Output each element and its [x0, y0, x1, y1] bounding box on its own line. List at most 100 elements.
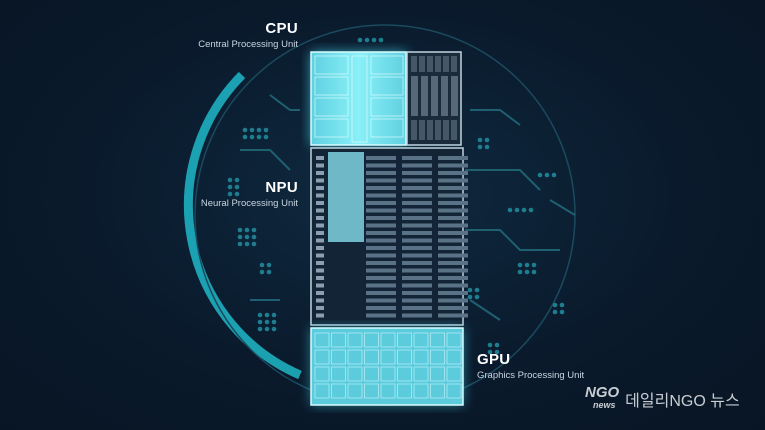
chip-cell — [402, 163, 432, 168]
chip-cell — [331, 383, 346, 399]
circuit-dot — [251, 234, 257, 240]
chip-cell — [438, 216, 468, 220]
circuit-dot — [244, 241, 250, 247]
circuit-dot — [234, 184, 240, 190]
cpu-label: CPU Central Processing Unit — [160, 20, 298, 50]
chip-cell — [438, 268, 468, 273]
circuit-dot — [544, 172, 550, 178]
chip-cell — [438, 208, 468, 213]
circuit-dot — [474, 294, 480, 300]
chip-cell — [438, 276, 468, 280]
chip-cell — [438, 193, 468, 198]
chip-cell — [438, 283, 468, 288]
chip-cell — [430, 349, 445, 365]
circuit-dot — [517, 262, 523, 268]
chip-cell — [430, 383, 445, 399]
chip-cell — [366, 283, 396, 288]
circuit-dot — [517, 269, 523, 275]
chip-cell — [411, 76, 418, 116]
watermark-name: 데일리NGO 뉴스 — [625, 393, 740, 410]
watermark: NGO news 데일리NGO 뉴스 — [585, 385, 740, 412]
chip-cell — [314, 76, 349, 96]
circuit-dot — [271, 312, 277, 318]
chip-cell — [366, 276, 396, 280]
circuit-dot — [257, 312, 263, 318]
chip-cell — [316, 246, 324, 250]
circuit-dot — [559, 302, 565, 308]
npu-subtitle: Neural Processing Unit — [200, 198, 298, 209]
chip-cell — [402, 156, 432, 160]
circuit-dot — [524, 269, 530, 275]
circuit-dot — [227, 184, 233, 190]
chip-cell — [402, 231, 432, 235]
chip-cell — [316, 291, 324, 295]
chip-cell — [402, 238, 432, 243]
chip-cell — [402, 261, 432, 265]
circuit-dot — [244, 227, 250, 233]
chip-cell — [366, 253, 396, 258]
circuit-dot — [251, 227, 257, 233]
chip-cell — [316, 223, 324, 228]
circuit-dot — [242, 127, 248, 133]
circuit-dot — [528, 207, 534, 213]
circuit-dot — [494, 349, 500, 355]
chip-cell — [430, 332, 445, 348]
circuit-dot — [227, 177, 233, 183]
chip-cell — [413, 349, 429, 365]
circuit-dot — [537, 172, 543, 178]
gpu-label: GPU Graphics Processing Unit — [477, 351, 584, 381]
cpu-title: CPU — [265, 20, 298, 37]
chip-cell — [451, 56, 457, 72]
circuit-dot — [364, 37, 370, 43]
watermark-logo: NGO news — [585, 385, 619, 412]
circuit-dot — [266, 269, 272, 275]
circuit-dot — [514, 207, 520, 213]
chip-cell — [347, 383, 363, 399]
chip-cell — [380, 366, 396, 382]
chip-cell — [438, 298, 468, 303]
chip-cell — [366, 231, 396, 235]
chip-cell — [316, 261, 324, 265]
chip-cell — [431, 76, 438, 116]
chip-cell — [380, 383, 396, 399]
chip-cell — [438, 246, 468, 250]
chip-cell — [347, 366, 363, 382]
chip-cell — [438, 178, 468, 183]
circuit-dot — [256, 127, 262, 133]
chip-cell — [366, 186, 396, 190]
circuit-dot — [237, 234, 243, 240]
chip-cell — [421, 76, 428, 116]
circuit-dot — [259, 269, 265, 275]
chip-cell — [316, 276, 324, 280]
chip-cell — [438, 186, 468, 190]
circuit-dot — [484, 144, 490, 150]
logo-bottom: news — [593, 400, 616, 410]
chip-cell — [438, 223, 468, 228]
circuit-dot — [477, 137, 483, 143]
chip-cell — [411, 120, 417, 140]
chip-cell — [402, 291, 432, 295]
chip-cell — [411, 56, 417, 72]
chip-cell — [430, 366, 445, 382]
circuit-dots — [227, 37, 565, 355]
chip-cell — [316, 171, 324, 175]
chip-cell — [366, 208, 396, 213]
chip-cell — [397, 383, 412, 399]
chip-cell — [366, 216, 396, 220]
chip-cell — [366, 178, 396, 183]
chip-cell — [380, 332, 396, 348]
chip-cell — [427, 120, 433, 140]
circuit-dot — [474, 287, 480, 293]
chip-cell — [316, 268, 324, 273]
chip-cell — [438, 156, 468, 160]
chip-cell — [370, 118, 404, 138]
circuit-dot — [266, 262, 272, 268]
chip-cell — [331, 366, 346, 382]
chip-cell — [402, 253, 432, 258]
chip-cell — [451, 76, 458, 116]
chip-cell — [314, 366, 330, 382]
chip-cell — [366, 313, 396, 318]
chip-cell — [366, 306, 396, 310]
circuit-dot — [531, 262, 537, 268]
chip-cell — [331, 332, 346, 348]
